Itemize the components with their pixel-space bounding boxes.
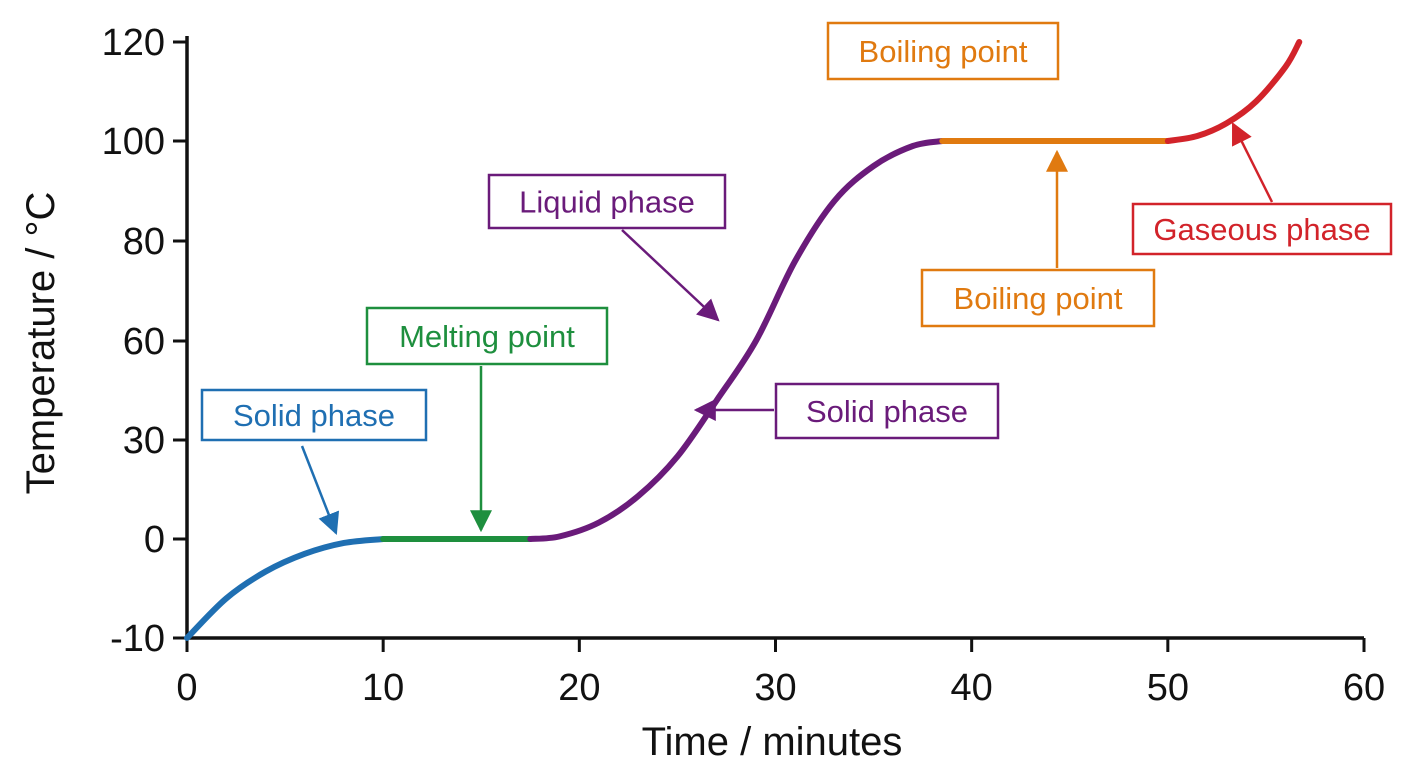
callout-5: Boiling point <box>826 21 1060 81</box>
callout-box <box>487 173 727 230</box>
callout-1: Solid phase <box>200 388 428 536</box>
y-tick-label: 80 <box>123 221 165 263</box>
callout-label: Gaseous phase <box>1153 212 1370 247</box>
x-tick-label: 50 <box>1147 667 1189 709</box>
callout-7: Gaseous phase <box>1131 122 1393 256</box>
callout-box <box>826 21 1060 81</box>
callout-label: Solid phase <box>233 398 395 433</box>
callout-box <box>920 268 1156 328</box>
callout-2: Melting point <box>365 306 609 533</box>
curve-segment-4 <box>1164 39 1303 144</box>
y-tick-label: -10 <box>110 618 165 660</box>
x-axis-title: Time / minutes <box>642 720 903 764</box>
callout-4: Solid phase <box>693 382 1000 440</box>
y-axis-title: Temperature / °C <box>19 192 63 495</box>
callout-label: Melting point <box>399 319 575 354</box>
y-tick-label: 0 <box>144 519 165 561</box>
curve-segment-2 <box>527 138 946 542</box>
x-tick-label: 10 <box>362 667 404 709</box>
callout-6: Boiling point <box>920 149 1156 328</box>
callout-arrow <box>1231 122 1274 203</box>
callout-box <box>200 388 428 442</box>
callout-label: Boiling point <box>859 34 1028 69</box>
callout-label: Liquid phase <box>519 185 695 220</box>
x-tick-label: 0 <box>176 667 197 709</box>
x-tick-label: 60 <box>1343 667 1385 709</box>
x-tick-label: 30 <box>754 667 796 709</box>
x-tick-label: 40 <box>951 667 993 709</box>
y-tick-label: 30 <box>123 420 165 462</box>
y-tick-label: 100 <box>102 121 165 163</box>
x-tick-label: 20 <box>558 667 600 709</box>
y-tick-label: 120 <box>102 22 165 64</box>
y-tick-label: 60 <box>123 321 165 363</box>
callout-arrow <box>300 445 340 536</box>
curve-segment-0 <box>184 536 387 641</box>
callout-arrow <box>621 229 720 322</box>
callout-box <box>365 306 609 366</box>
callout-label: Solid phase <box>806 394 968 429</box>
callout-box <box>774 382 1000 440</box>
callout-3: Liquid phase <box>487 173 727 322</box>
callout-box <box>1131 202 1393 256</box>
callout-label: Boiling point <box>954 281 1123 316</box>
